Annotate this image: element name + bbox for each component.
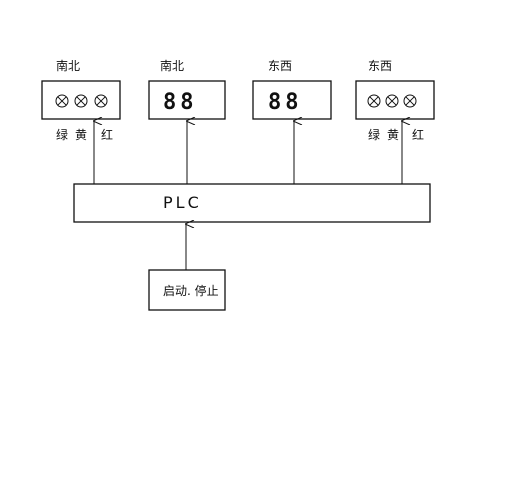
start-stop-label: 启动. 停止	[163, 283, 219, 298]
yellow-lamp-icon	[74, 94, 88, 108]
plc-label: PLC	[163, 193, 202, 212]
plc-box	[73, 183, 431, 223]
green-lamp-icon	[55, 94, 69, 108]
lamp-label-red: 红	[101, 127, 113, 142]
lamp-label-red: 红	[412, 127, 424, 142]
red-lamp-icon	[94, 94, 108, 108]
panel-ew-display-title: 东西	[268, 59, 292, 73]
panel-ew-display-box	[252, 80, 332, 120]
lamp-label-green: 绿	[56, 127, 68, 142]
yellow-lamp-icon	[385, 94, 399, 108]
seven-segment-display: 88	[163, 90, 198, 115]
green-lamp-icon	[367, 94, 381, 108]
panel-ns-lights-title: 南北	[56, 58, 80, 73]
panel-ew-lights-title: 东西	[368, 59, 392, 73]
lamp-label-green: 绿	[368, 127, 380, 142]
lamp-label-yellow: 黄	[387, 128, 399, 142]
panel-ew-display: 东西 88	[252, 59, 332, 120]
seven-segment-display: 88	[268, 90, 303, 115]
panel-ns-display-title: 南北	[160, 58, 184, 73]
panel-ew-lights: 东西 绿 黄 红	[355, 59, 435, 142]
panel-ns-lights: 南北 绿 黄 红	[41, 58, 121, 142]
red-lamp-icon	[403, 94, 417, 108]
start-stop-box	[148, 269, 226, 311]
start-stop-block: 启动. 停止	[148, 269, 226, 311]
panel-ns-display: 南北 88	[148, 58, 226, 120]
lamp-label-yellow: 黄	[75, 128, 87, 142]
plc-block: PLC	[73, 183, 431, 223]
panel-ns-display-box	[148, 80, 226, 120]
